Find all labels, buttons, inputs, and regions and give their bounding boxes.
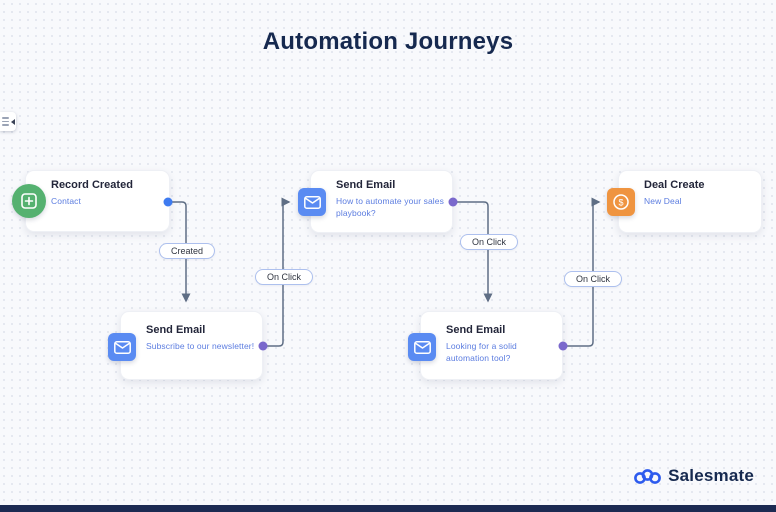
svg-text:$: $: [618, 197, 623, 207]
dollar-icon: $: [607, 188, 635, 216]
node-subtitle: Contact: [51, 196, 81, 206]
envelope-icon: [298, 188, 326, 216]
node-title: Send Email: [446, 324, 506, 336]
node-subtitle: New Deal: [644, 196, 682, 206]
bottom-border-bar: [0, 505, 776, 512]
connection-handle[interactable]: [448, 197, 458, 207]
brand-logo: Salesmate: [634, 466, 754, 486]
sidebar-collapse-toggle[interactable]: [0, 112, 16, 131]
page-title: Automation Journeys: [262, 28, 514, 55]
edge-label-created[interactable]: Created: [158, 243, 216, 259]
node-title: Send Email: [336, 179, 396, 191]
edge-record-to-newsletter[interactable]: [170, 201, 191, 303]
node-title: Record Created: [51, 179, 133, 191]
list-lines-icon: [2, 117, 9, 126]
node-subtitle: How to automate your sales playbook?: [336, 196, 444, 219]
edge-label-on-click-1[interactable]: On Click: [254, 269, 314, 285]
node-subtitle: Looking for a solid automation tool?: [446, 341, 517, 364]
brand-name: Salesmate: [668, 466, 754, 485]
caret-left-icon: [11, 118, 15, 125]
edge-label-on-click-3[interactable]: On Click: [563, 271, 623, 287]
connection-handle[interactable]: [558, 341, 568, 351]
edge-playbook-to-automation[interactable]: [455, 201, 493, 303]
node-record-created[interactable]: Record Created Contact: [12, 170, 170, 232]
node-subtitle: Subscribe to our newsletter!: [146, 341, 255, 351]
node-deal-create[interactable]: $ Deal Create New Deal: [607, 170, 762, 233]
salesmate-links-icon: [634, 468, 661, 484]
add-record-icon: [12, 184, 46, 218]
node-send-email-newsletter[interactable]: Send Email Subscribe to our newsletter!: [108, 311, 263, 380]
node-title: Deal Create: [644, 179, 705, 191]
envelope-icon: [408, 333, 436, 361]
connection-handle[interactable]: [258, 341, 268, 351]
node-send-email-automation[interactable]: Send Email Looking for a solid automatio…: [408, 311, 563, 380]
connection-handle[interactable]: [163, 197, 173, 207]
node-send-email-playbook[interactable]: Send Email How to automate your sales pl…: [298, 170, 453, 233]
node-title: Send Email: [146, 324, 206, 336]
edge-label-on-click-2[interactable]: On Click: [459, 234, 519, 250]
envelope-icon: [108, 333, 136, 361]
